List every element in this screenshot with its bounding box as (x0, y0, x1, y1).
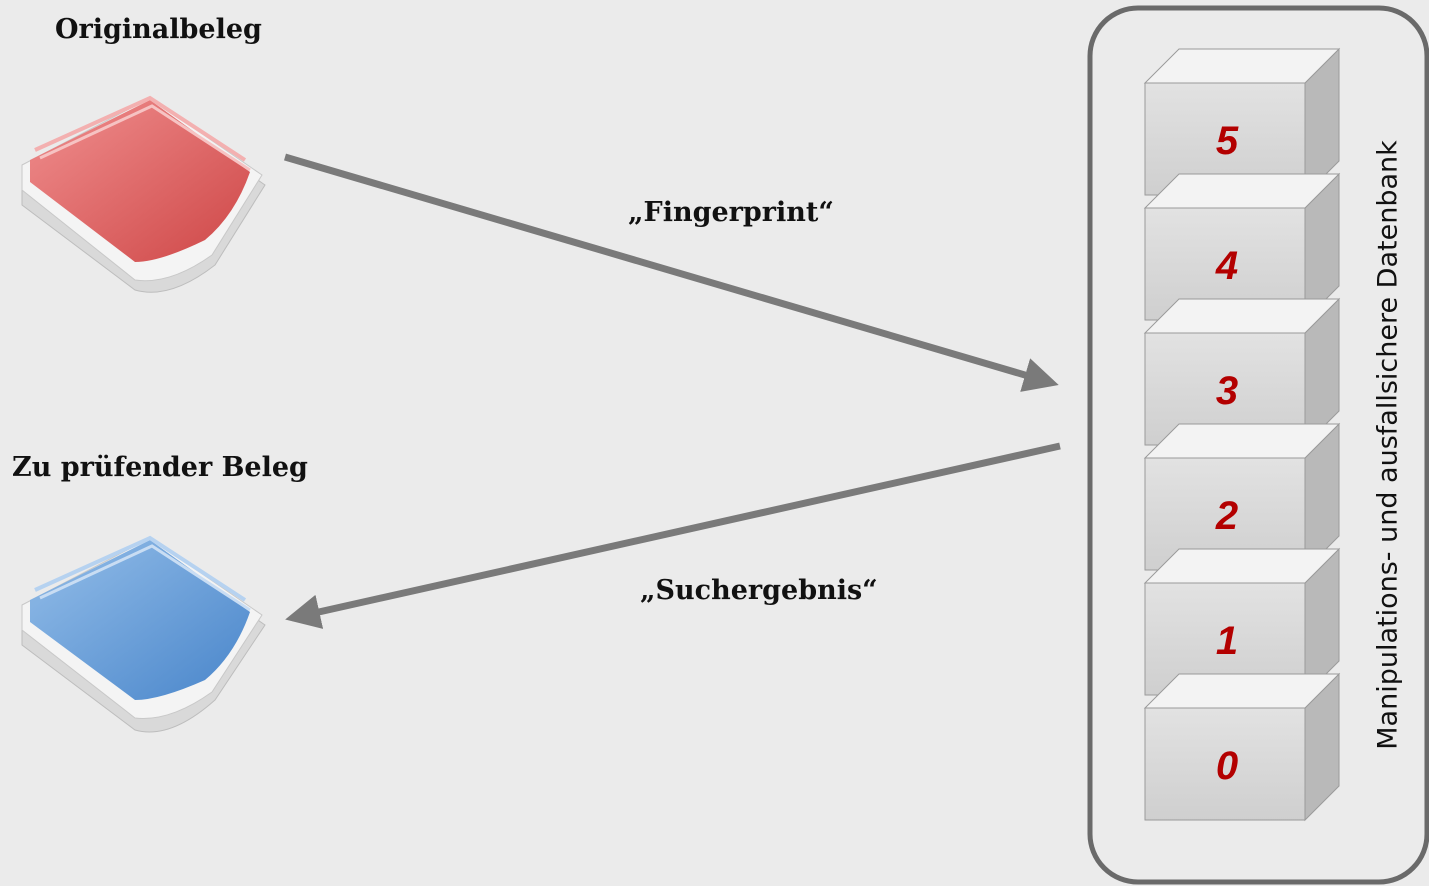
database-block-top-face (1143, 48, 1341, 84)
database-block-4: 4 (1143, 172, 1341, 322)
database-block-5: 5 (1143, 47, 1341, 197)
search-result-label: „Suchergebnis“ (640, 575, 878, 606)
database-block-3: 3 (1143, 297, 1341, 447)
check-document-label: Zu prüfender Beleg (12, 452, 308, 483)
fingerprint-arrow (284, 153, 1059, 392)
database-block-top-face (1143, 548, 1341, 584)
database-block-number: 2 (1215, 494, 1238, 538)
database-block-number: 3 (1216, 369, 1238, 413)
database-block-0: 0 (1143, 672, 1341, 822)
database-block-top-face (1143, 423, 1341, 459)
fingerprint-label: „Fingerprint“ (628, 197, 834, 228)
database-block-number: 0 (1216, 744, 1238, 788)
original-document-icon (21, 95, 266, 293)
database-block-top-face (1143, 673, 1341, 709)
search-result-arrow (285, 442, 1061, 629)
database-block-2: 2 (1143, 422, 1341, 572)
original-document-label: Originalbeleg (55, 14, 262, 45)
database-block-1: 1 (1143, 547, 1341, 697)
database-block-stack: 5 4 3 2 1 0 (1143, 47, 1341, 822)
database-block-number: 1 (1216, 619, 1238, 663)
check-document-icon (21, 535, 266, 733)
database-container (1087, 5, 1429, 885)
database-block-top-face (1143, 298, 1341, 334)
database-block-top-face (1143, 173, 1341, 209)
database-block-front-face (1144, 707, 1306, 821)
database-block-number: 5 (1216, 119, 1239, 163)
database-caption: Manipulations- und ausfallsichere Datenb… (1372, 140, 1404, 750)
database-block-number: 4 (1215, 244, 1238, 288)
